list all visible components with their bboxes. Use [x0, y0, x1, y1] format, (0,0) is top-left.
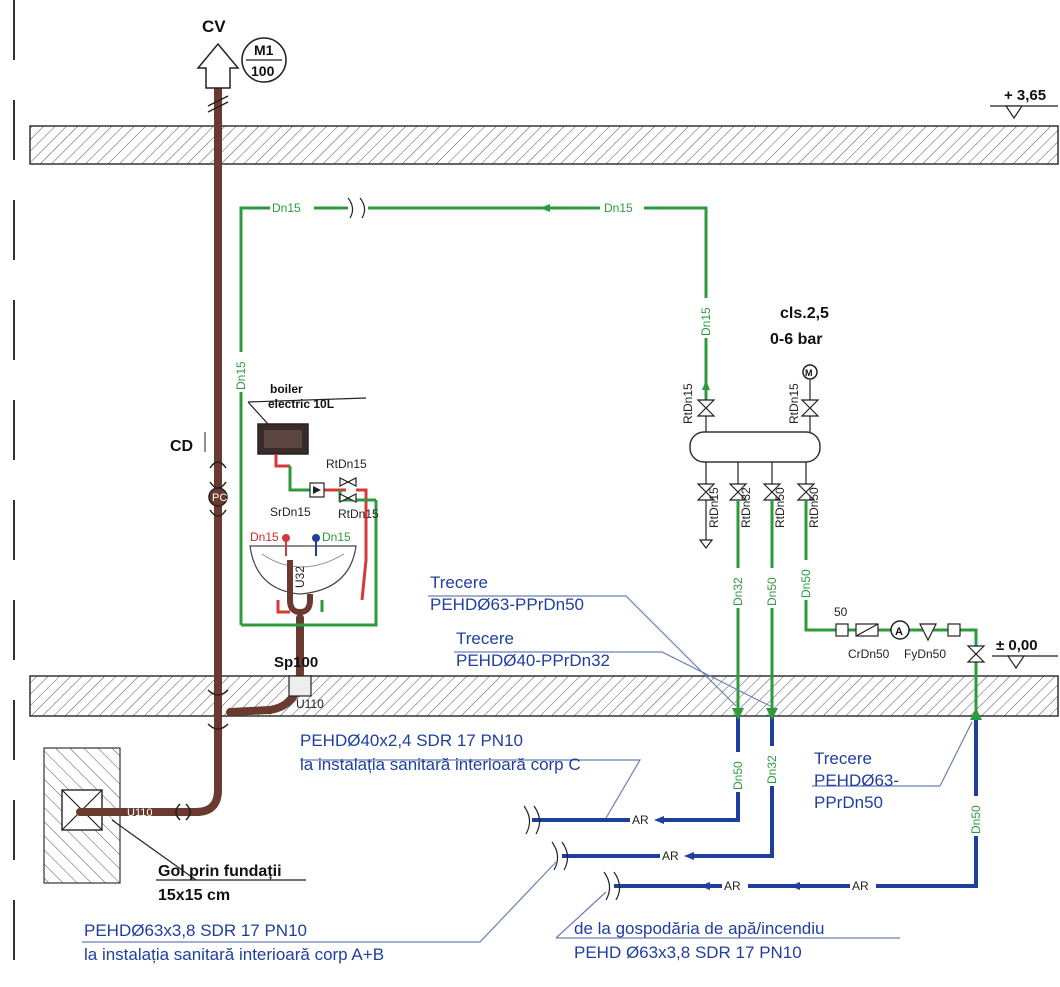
manifold — [689, 431, 821, 463]
ar-2-label: AR — [662, 849, 679, 863]
boiler: boiler electric 10L — [247, 382, 367, 455]
gol-line2: 15x15 cm — [158, 887, 230, 904]
diagram-label: M1 — [254, 42, 274, 58]
diagram-label: 100 — [251, 63, 275, 79]
ar-4-label: AR — [852, 879, 869, 893]
cd-label: CD — [170, 438, 193, 455]
u110-vertical-label: U110 — [205, 567, 217, 592]
sink-basin — [249, 545, 357, 595]
dn32-a-label: Dn32 — [731, 577, 745, 606]
dn15-top-right-label: Dn15 — [604, 201, 633, 215]
ar-1-label: AR — [632, 813, 649, 827]
cold-loop-right — [368, 206, 708, 400]
pc-inspection — [208, 487, 228, 507]
corp-c-line2: la instalația sanitară interioară corp C — [300, 755, 581, 774]
m1-badge: M1 100 — [241, 37, 287, 83]
sink-trap — [287, 560, 313, 616]
boiler-label-2: electric 10L — [268, 397, 334, 411]
trecere-2-text: PEHDØ40-PPrDn32 — [456, 651, 610, 670]
diagram-label: RtDn32 — [739, 487, 753, 528]
corp-ab-line1: PEHDØ63x3,8 SDR 17 PN10 — [84, 921, 307, 940]
dn50-d-label: Dn50 — [969, 805, 983, 834]
level-ground-label: ± 0,00 — [996, 637, 1038, 654]
dn15-top-left-label: Dn15 — [272, 201, 301, 215]
dn50-c-label: Dn50 — [731, 761, 745, 790]
vent-arrow — [196, 42, 240, 89]
dn50-meter-pipe — [804, 500, 836, 632]
sr-dn15-label: SrDn15 — [270, 505, 311, 519]
dn50-b-label: Dn50 — [799, 569, 813, 598]
diagram-label: RtDn15 — [707, 487, 721, 528]
gauge-range-label: 0-6 bar — [770, 331, 822, 348]
corp-ab-line2: la instalația sanitară interioară corp A… — [84, 945, 384, 964]
fy-dn50-label: FyDn50 — [904, 647, 946, 661]
rt-dn15-a-label: RtDn15 — [326, 457, 367, 471]
diagram-label: A — [895, 626, 903, 638]
trecere-3-line2: PEHDØ63- — [814, 771, 899, 790]
gol-line1: Gol prin fundații — [158, 863, 282, 880]
manometer — [802, 364, 818, 380]
cr-dn50-label: CrDn50 — [848, 647, 890, 661]
level-top-marker: + 3,65 — [990, 87, 1058, 120]
trecere-3-line3: PPrDn50 — [814, 793, 883, 812]
boiler-label-1: boiler — [270, 382, 303, 396]
dn15-vert-left-label: Dn15 — [234, 361, 248, 390]
vent-label: CV — [202, 17, 226, 36]
meter-assembly: A — [835, 620, 986, 712]
diagram-label: M — [805, 368, 813, 378]
hot-riser — [356, 488, 368, 601]
u110-horizontal-label: U110 — [127, 807, 152, 819]
trecere-2-title: Trecere — [456, 629, 514, 648]
gauge-class-label: cls.2,5 — [780, 305, 829, 322]
level-top-label: + 3,65 — [1004, 87, 1046, 104]
u110-small-label: U110 — [296, 697, 324, 711]
rt-valve-boiler — [339, 477, 357, 503]
dn50-a-label: Dn50 — [765, 577, 779, 606]
drain-stack — [116, 88, 222, 816]
sp100-sleeve — [288, 675, 312, 697]
dn32-b-label: Dn32 — [765, 755, 779, 784]
pc-label: PC — [212, 492, 227, 504]
manifold-outlets: RtDn15 RtDn32 RtDn50 RtDn50 — [696, 462, 821, 549]
ground-slab — [29, 675, 1059, 717]
rt-dn15-b-label: RtDn15 — [338, 507, 379, 521]
rt-dn15-right-label: RtDn15 — [787, 383, 801, 424]
sp100-label: Sp100 — [274, 654, 318, 671]
diagram-label: RtDn50 — [807, 487, 821, 528]
u32-label: U32 — [293, 566, 307, 588]
rt-dn15-left-label: RtDn15 — [681, 383, 695, 424]
trecere-1-text: PEHDØ63-PPrDn50 — [430, 595, 584, 614]
level-ground-marker: ± 0,00 — [992, 637, 1058, 670]
drain-branch — [226, 614, 304, 716]
gospodaria-line2: PEHD Ø63x3,8 SDR 17 PN10 — [574, 943, 802, 962]
corp-c-line1: PEHDØ40x2,4 SDR 17 PN10 — [300, 731, 523, 750]
num-50-label: 50 — [834, 605, 848, 619]
rt-valve-inlet — [696, 399, 716, 417]
rt-valve-gauge — [800, 399, 820, 417]
dn15-hot-label: Dn15 — [250, 530, 279, 544]
dn15-vert-right-label: Dn15 — [699, 307, 713, 336]
top-slab — [29, 125, 1059, 165]
blue-line-corp-c — [532, 716, 740, 822]
gospodaria-line1: de la gospodăria de apă/incendiu — [574, 919, 824, 938]
ar-3-label: AR — [724, 879, 741, 893]
trecere-3-title: Trecere — [814, 749, 872, 768]
cold-loop-bottom — [241, 500, 378, 627]
diagram-label: RtDn50 — [773, 487, 787, 528]
trecere-1-title: Trecere — [430, 573, 488, 592]
dn15-cold-label: Dn15 — [322, 530, 351, 544]
